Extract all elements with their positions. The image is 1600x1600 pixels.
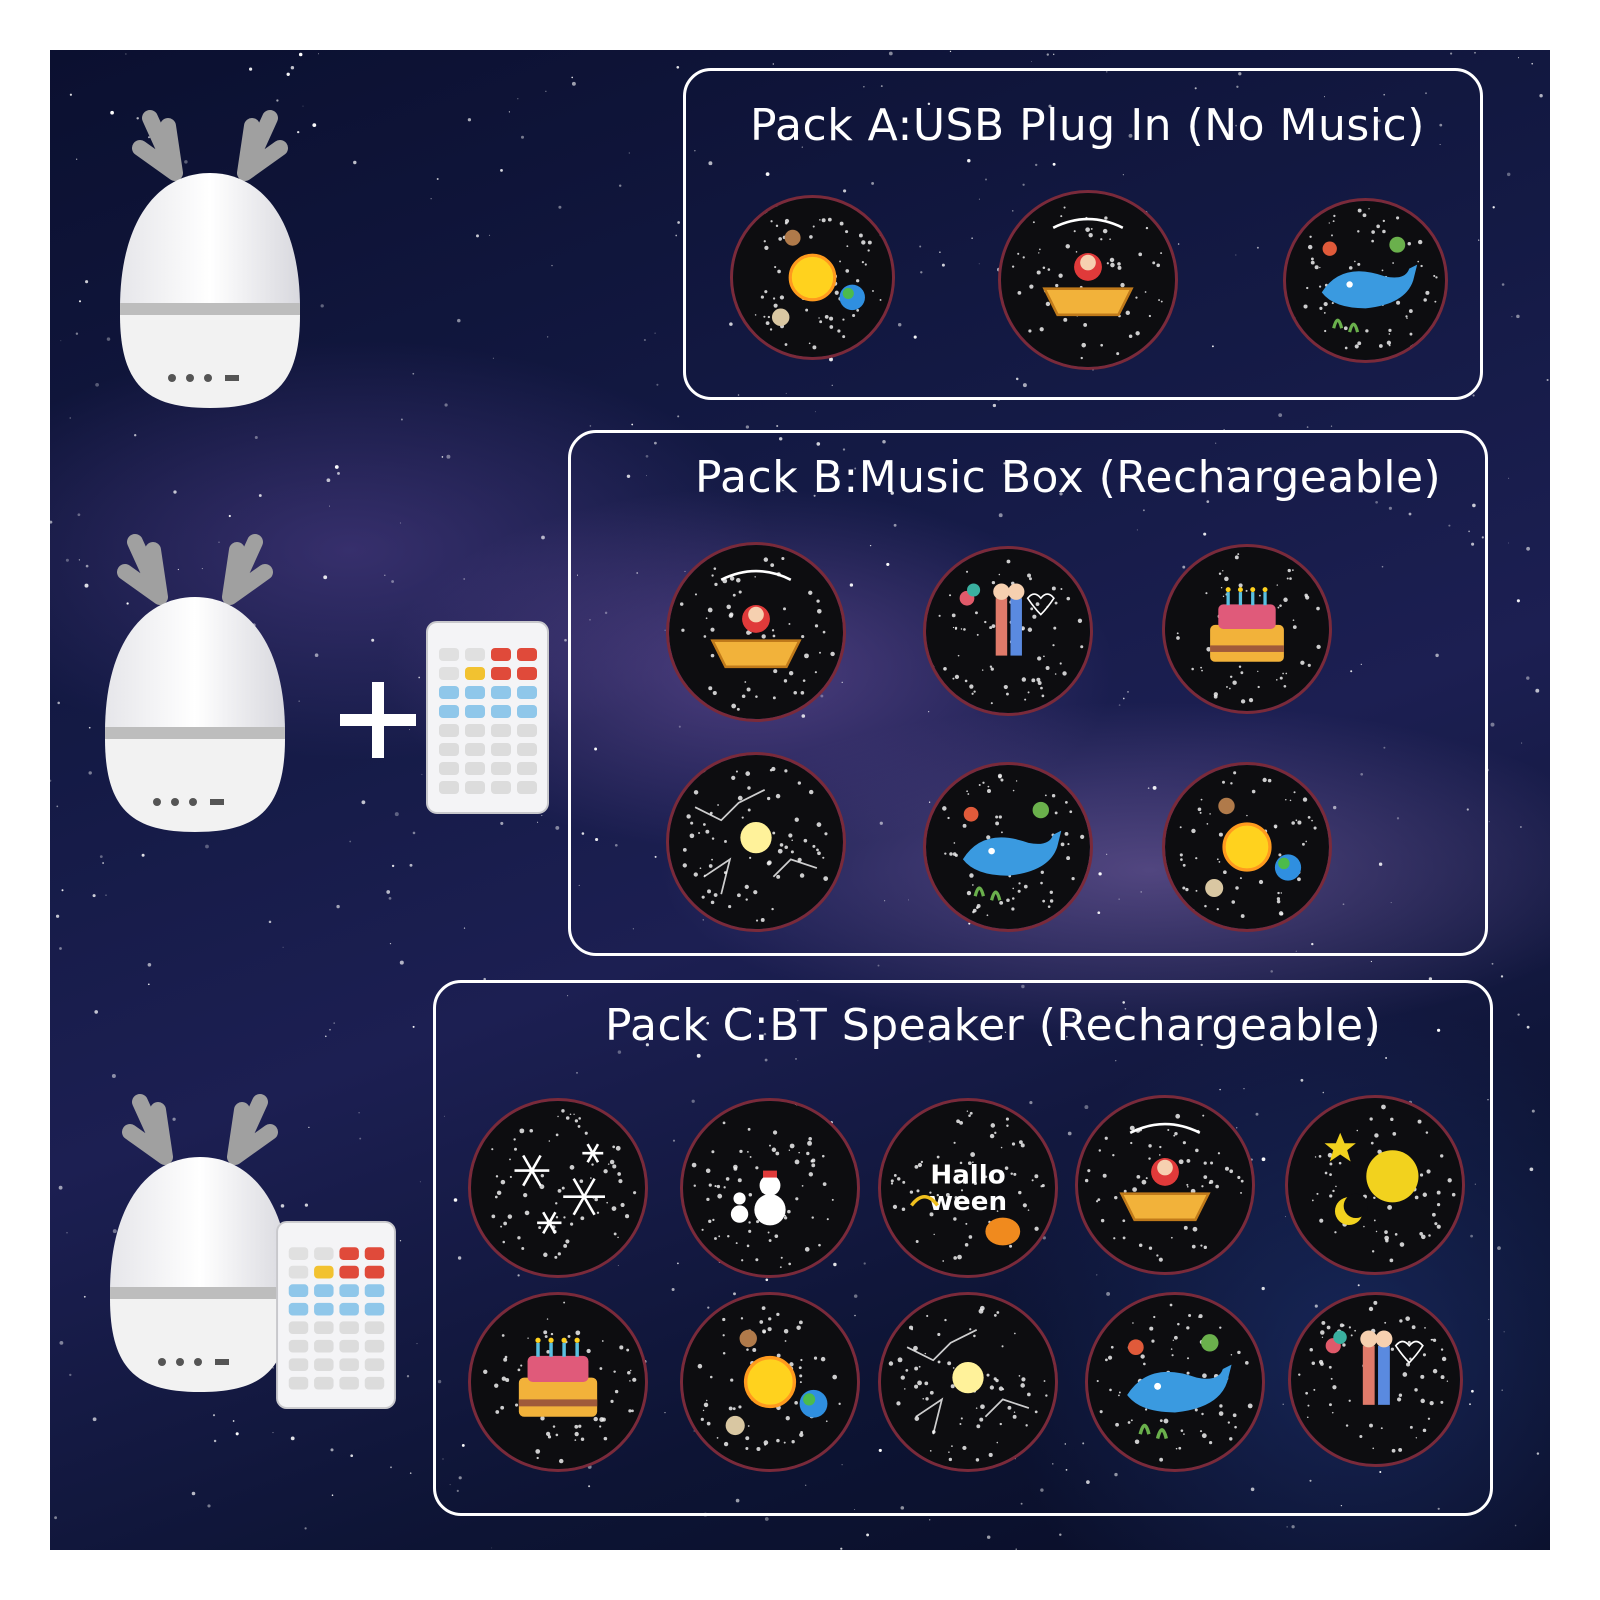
disc-birthday-cake <box>468 1292 648 1472</box>
antlers-icon <box>132 110 288 181</box>
constellations-icon <box>669 755 843 929</box>
projector-lamp-pack-c <box>110 1094 290 1392</box>
ocean-whale-icon <box>1088 1295 1262 1469</box>
pack-a-title: Pack A:USB Plug In (No Music) <box>750 100 1425 151</box>
pack-c-frame <box>433 980 1493 1516</box>
snowman-icon <box>683 1101 857 1275</box>
remote-control-pack-b <box>426 621 549 814</box>
antlers-icon <box>117 534 273 605</box>
birthday-cake-icon <box>471 1295 645 1469</box>
disc-couple-love <box>923 546 1093 716</box>
pack-b-title: Pack B:Music Box (Rechargeable) <box>695 452 1442 503</box>
solar-system-icon <box>683 1295 857 1469</box>
moon-stars-icon <box>1288 1098 1462 1272</box>
solar-system-icon <box>733 198 892 357</box>
disc-ocean-whale <box>1085 1292 1265 1472</box>
disc-moon-stars <box>1285 1095 1465 1275</box>
pack-a-frame <box>683 68 1483 400</box>
remote-control-pack-c <box>276 1220 396 1410</box>
starry-background: Pack A:USB Plug In (No Music) Pack B:Mus… <box>50 50 1550 1550</box>
disc-couple-love <box>1288 1292 1463 1467</box>
disc-solar-system <box>1162 762 1332 932</box>
birthday-cake-icon <box>1165 547 1329 711</box>
couple-love-icon <box>1291 1295 1460 1464</box>
disc-solar-system <box>730 195 895 360</box>
svg-text:Hallo: Hallo <box>930 1161 1005 1191</box>
merry-christmas-icon <box>669 545 843 719</box>
disc-merry-christmas <box>1075 1095 1255 1275</box>
antlers-icon <box>122 1094 278 1165</box>
disc-ocean-whale <box>923 762 1093 932</box>
pack-b-frame <box>568 430 1488 956</box>
couple-love-icon <box>926 549 1090 713</box>
ocean-whale-icon <box>926 765 1090 929</box>
disc-ocean-whale <box>1283 198 1448 363</box>
disc-birthday-cake <box>1162 544 1332 714</box>
plus-icon <box>340 682 416 758</box>
disc-snowflakes <box>468 1098 648 1278</box>
ocean-whale-icon <box>1286 201 1445 360</box>
disc-constellations <box>878 1292 1058 1472</box>
projector-lamp-pack-a <box>120 110 300 408</box>
pack-c-title: Pack C:BT Speaker (Rechargeable) <box>605 1000 1382 1051</box>
disc-constellations <box>666 752 846 932</box>
snowflakes-icon <box>471 1101 645 1275</box>
merry-christmas-icon <box>1001 193 1175 367</box>
solar-system-icon <box>1165 765 1329 929</box>
disc-merry-christmas <box>998 190 1178 370</box>
merry-christmas-icon <box>1078 1098 1252 1272</box>
constellations-icon <box>881 1295 1055 1469</box>
svg-text:ween: ween <box>929 1187 1007 1217</box>
disc-merry-christmas <box>666 542 846 722</box>
projector-lamp-pack-b <box>105 534 285 832</box>
disc-solar-system <box>680 1292 860 1472</box>
disc-snowman <box>680 1098 860 1278</box>
